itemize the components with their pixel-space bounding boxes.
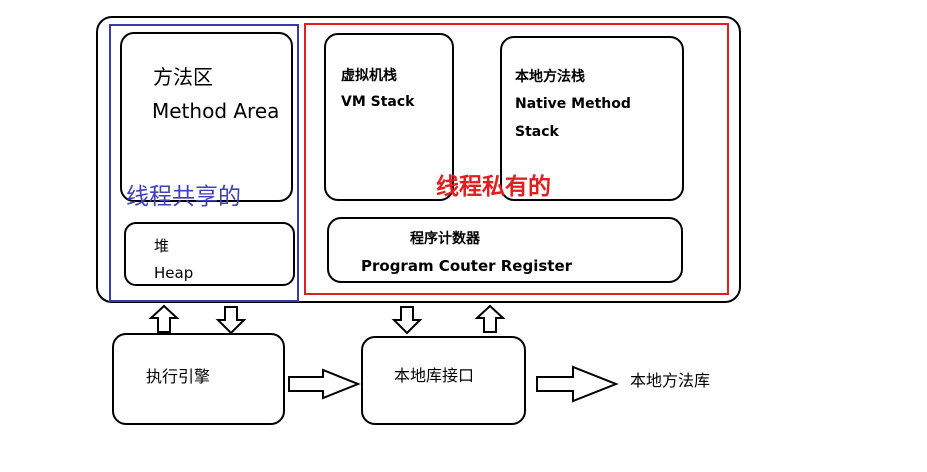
- arrow-down-runtime-to-interface: [391, 306, 423, 335]
- thread-private-label: 线程私有的: [436, 174, 551, 200]
- heap-cn: 堆: [154, 237, 170, 255]
- pc-register-box: 程序计数器 Program Couter Register: [327, 217, 683, 283]
- arrow-right-engine-to-interface: [288, 368, 361, 400]
- method-area-cn: 方法区: [153, 65, 213, 89]
- thread-shared-region: [109, 24, 299, 302]
- heap-en: Heap: [154, 264, 194, 282]
- native-stack-cn: 本地方法栈: [515, 69, 585, 85]
- native-interface-label: 本地库接口: [394, 366, 475, 385]
- native-stack-en-line2: Stack: [515, 124, 559, 140]
- native-stack-en-line1: Native Method: [515, 96, 631, 112]
- heap-box: 堆 Heap: [124, 222, 295, 286]
- thread-private-region: [304, 23, 729, 295]
- pc-register-cn: 程序计数器: [410, 231, 480, 247]
- vm-stack-en: VM Stack: [341, 94, 415, 110]
- native-interface-box: 本地库接口: [361, 336, 526, 425]
- execution-engine-box: 执行引擎: [112, 333, 285, 425]
- thread-shared-label: 线程共享的: [126, 184, 241, 210]
- execution-engine-label: 执行引擎: [146, 367, 211, 386]
- native-method-stack-box: 本地方法栈 Native Method Stack: [500, 36, 684, 201]
- arrow-up-engine-to-heap: [148, 304, 180, 333]
- arrow-down-heap-to-engine: [215, 306, 247, 335]
- vm-stack-box: 虚拟机栈 VM Stack: [324, 33, 454, 201]
- arrow-up-interface-to-runtime: [474, 304, 506, 333]
- native-library-label: 本地方法库: [630, 371, 711, 390]
- method-area-en: Method Area: [152, 99, 280, 123]
- method-area-box: 方法区 Method Area: [120, 32, 293, 202]
- pc-register-en: Program Couter Register: [361, 257, 573, 275]
- vm-stack-cn: 虚拟机栈: [341, 68, 397, 84]
- arrow-right-interface-to-library: [536, 365, 619, 403]
